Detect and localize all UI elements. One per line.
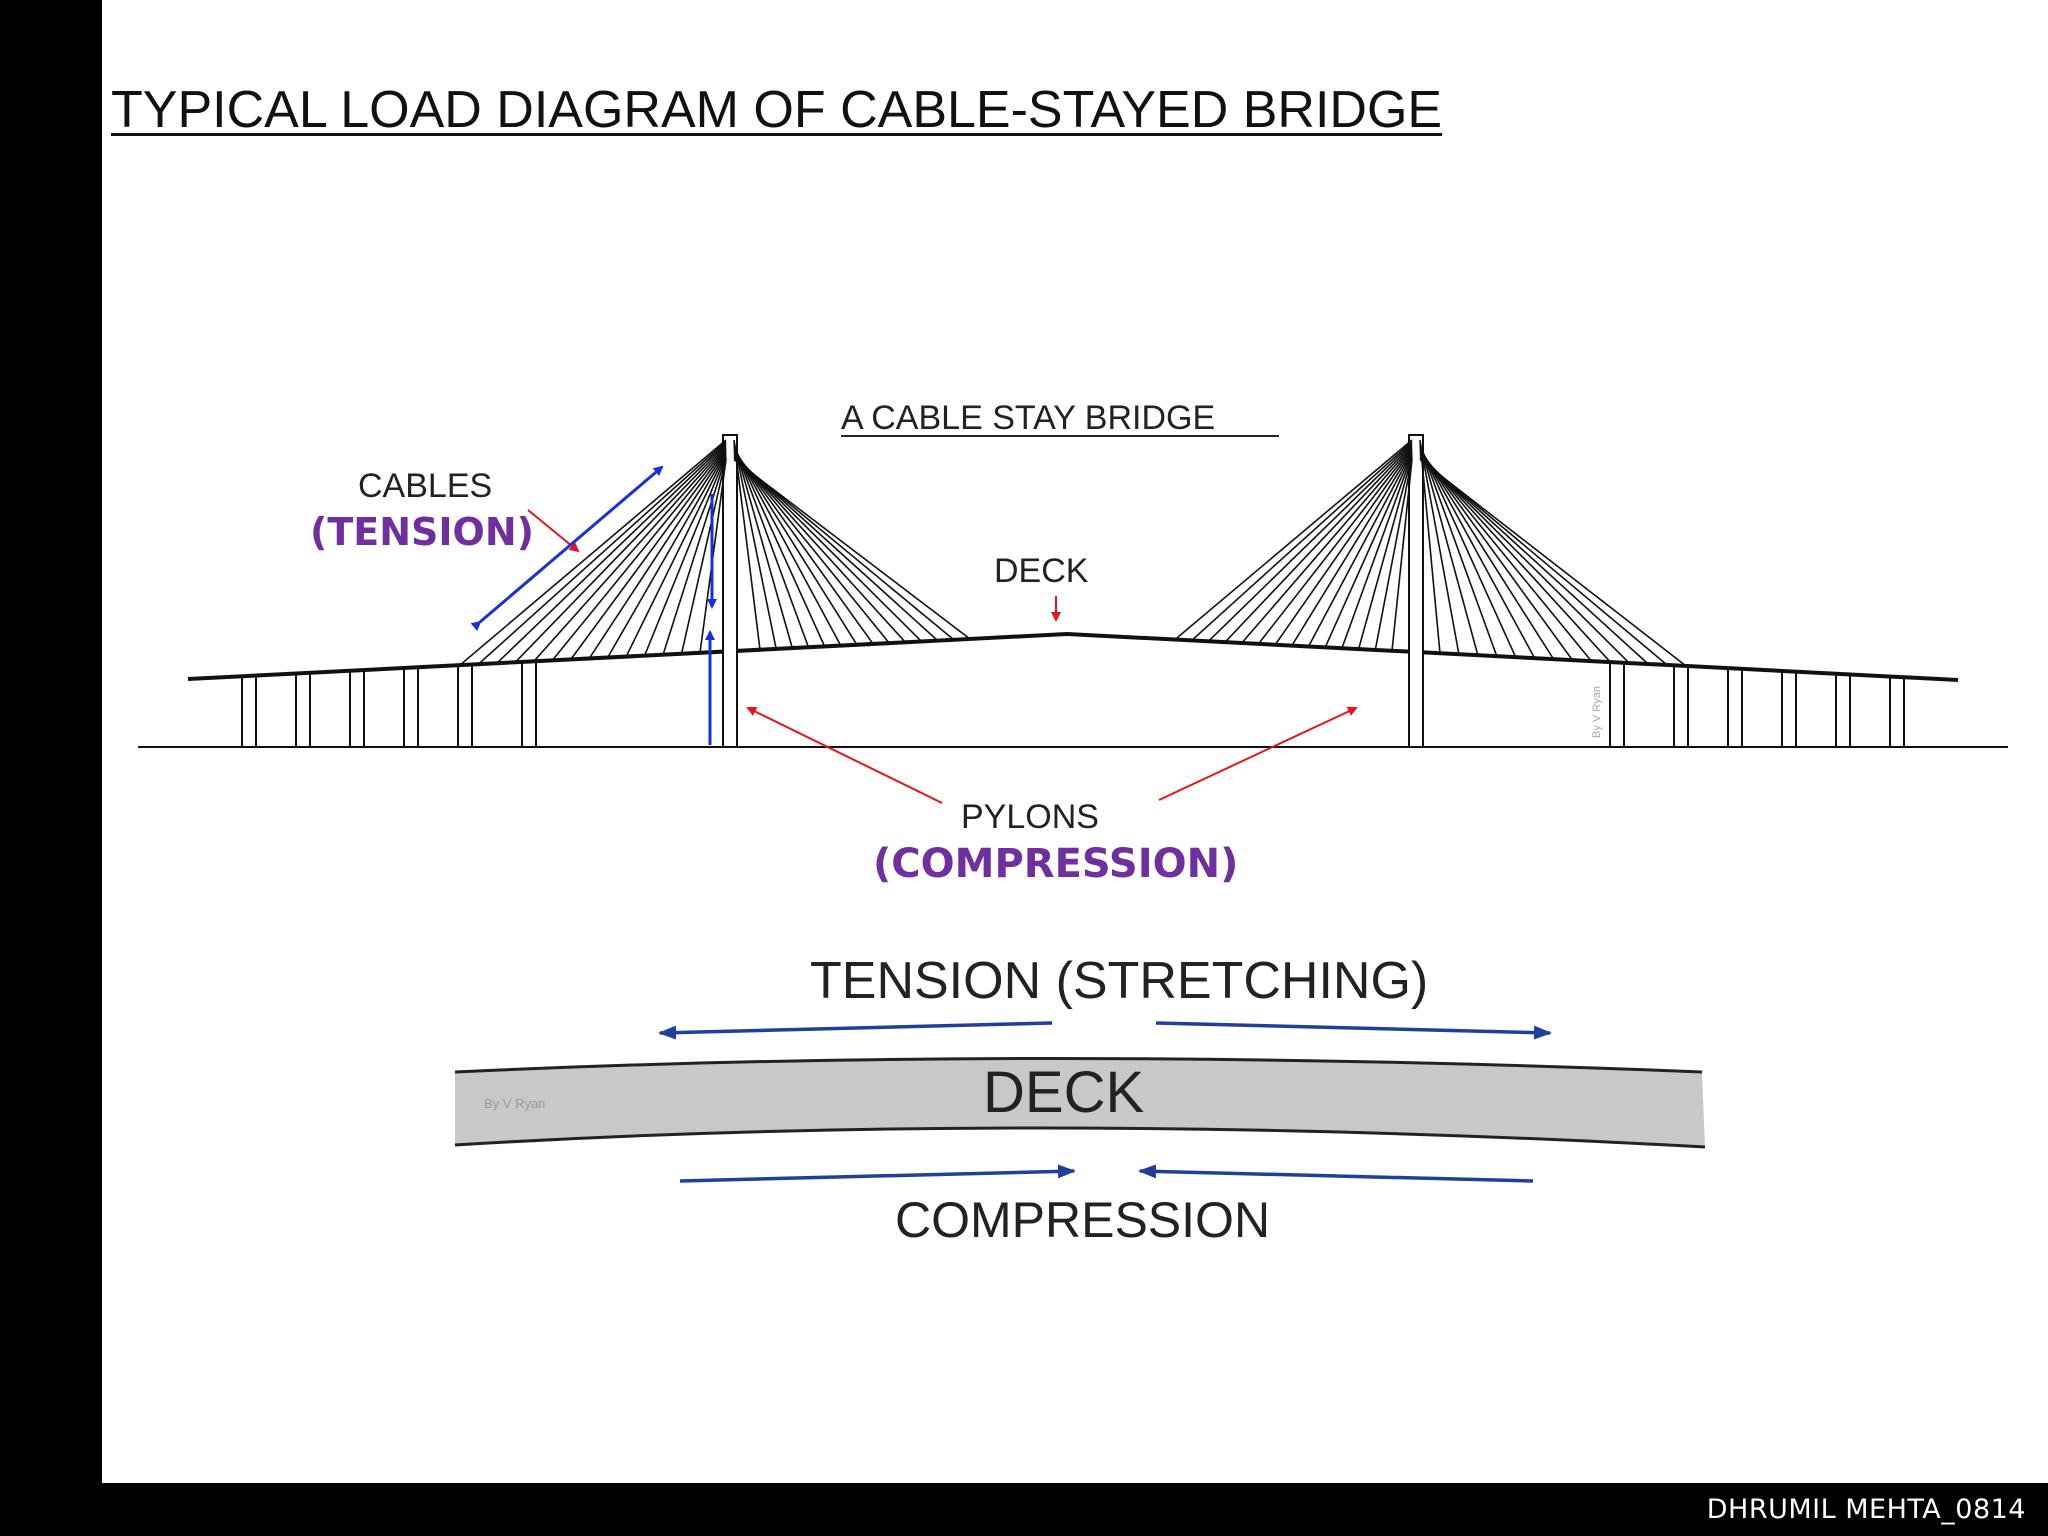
stay-cable [1274, 448, 1413, 646]
stay-cable [1257, 447, 1413, 645]
stay-cable [733, 450, 874, 645]
stay-cable [1419, 447, 1536, 659]
stay-cable [606, 451, 727, 658]
bending-deck-label: DECK [983, 1060, 1144, 1125]
stay-cable [533, 445, 727, 662]
stay-cable [1307, 451, 1413, 647]
stay-cable [1207, 442, 1413, 642]
stay-cable [733, 439, 761, 650]
stay-cable [733, 455, 939, 642]
stay-cable [1419, 442, 1479, 656]
stay-cable [1291, 450, 1413, 647]
stay-cable [1419, 458, 1687, 667]
stay-cable [1419, 455, 1649, 665]
approach-piers [241, 661, 1905, 747]
cables-label: CABLES [358, 467, 492, 505]
stay-cable [733, 444, 810, 648]
stay-cable [1324, 453, 1413, 648]
stay-cable [733, 458, 971, 640]
stay-cable [1241, 445, 1413, 644]
slide-title: TYPICAL LOAD DIAGRAM OF CABLE-STAYED BRI… [111, 81, 1443, 139]
stay-cable [733, 445, 826, 647]
stay-cable [1391, 459, 1413, 651]
tension-left-arrow [658, 1021, 1053, 1040]
stay-cable [1341, 454, 1413, 649]
stay-cable [733, 452, 906, 643]
stay-cable [1419, 441, 1460, 655]
bridge-watermark: By V Ryan [1591, 686, 1603, 738]
stay-cable [733, 441, 777, 650]
stay-cable [733, 451, 890, 644]
deck-compression-label: COMPRESSION [895, 1192, 1270, 1248]
stay-cable [680, 457, 727, 654]
stay-cable [1224, 443, 1413, 643]
stay-cable [1419, 444, 1498, 657]
stay-cable [733, 448, 858, 646]
compression-right-arrow [1138, 1164, 1534, 1183]
bridge-deck [187, 631, 1959, 682]
deck-tension-label: TENSION (STRETCHING) [810, 952, 1428, 1010]
tension-right-arrow [1155, 1021, 1552, 1040]
stay-cable [1174, 439, 1413, 641]
stay-cable [1419, 457, 1668, 666]
stay-cable [1357, 456, 1413, 650]
stay-cable [1374, 457, 1413, 651]
pylons-force-label: (COMPRESSION) [873, 841, 1238, 887]
left-pylon [722, 434, 738, 748]
pylons-label: PYLONS [961, 798, 1099, 836]
deck-label: DECK [994, 552, 1089, 590]
stay-cable [1419, 454, 1630, 664]
compression-left-arrow [679, 1164, 1076, 1183]
bridge-heading: A CABLE STAY BRIDGE [841, 399, 1215, 437]
right-pylon [1408, 434, 1424, 748]
left-black-bar [0, 0, 102, 1536]
stay-cable [1419, 450, 1574, 661]
stay-cable [1191, 440, 1413, 642]
stay-cable [1419, 451, 1593, 662]
stay-cable [1419, 448, 1555, 660]
stay-cable [1419, 439, 1441, 654]
deck-watermark: By V Ryan [484, 1096, 545, 1111]
pylon-right-red-arrow [1158, 706, 1358, 801]
stay-cable [1419, 452, 1611, 663]
cables-force-label: (TENSION) [310, 510, 534, 554]
bending-deck-top-edge [454, 1057, 1703, 1074]
bending-deck-bottom-edge [454, 1126, 1706, 1149]
cable-tension-arrow [470, 465, 664, 631]
bending-deck [455, 1058, 1705, 1147]
stay-cable [733, 442, 794, 649]
bottom-black-bar [0, 1483, 2048, 1536]
stay-cable [733, 447, 842, 646]
footer-author: DHRUMIL MEHTA_0814 [1706, 1494, 2026, 1525]
stay-cable [662, 456, 727, 655]
stay-cable [1419, 445, 1517, 658]
stay-cable [733, 454, 923, 643]
pylon-left-red-arrow [746, 707, 943, 804]
